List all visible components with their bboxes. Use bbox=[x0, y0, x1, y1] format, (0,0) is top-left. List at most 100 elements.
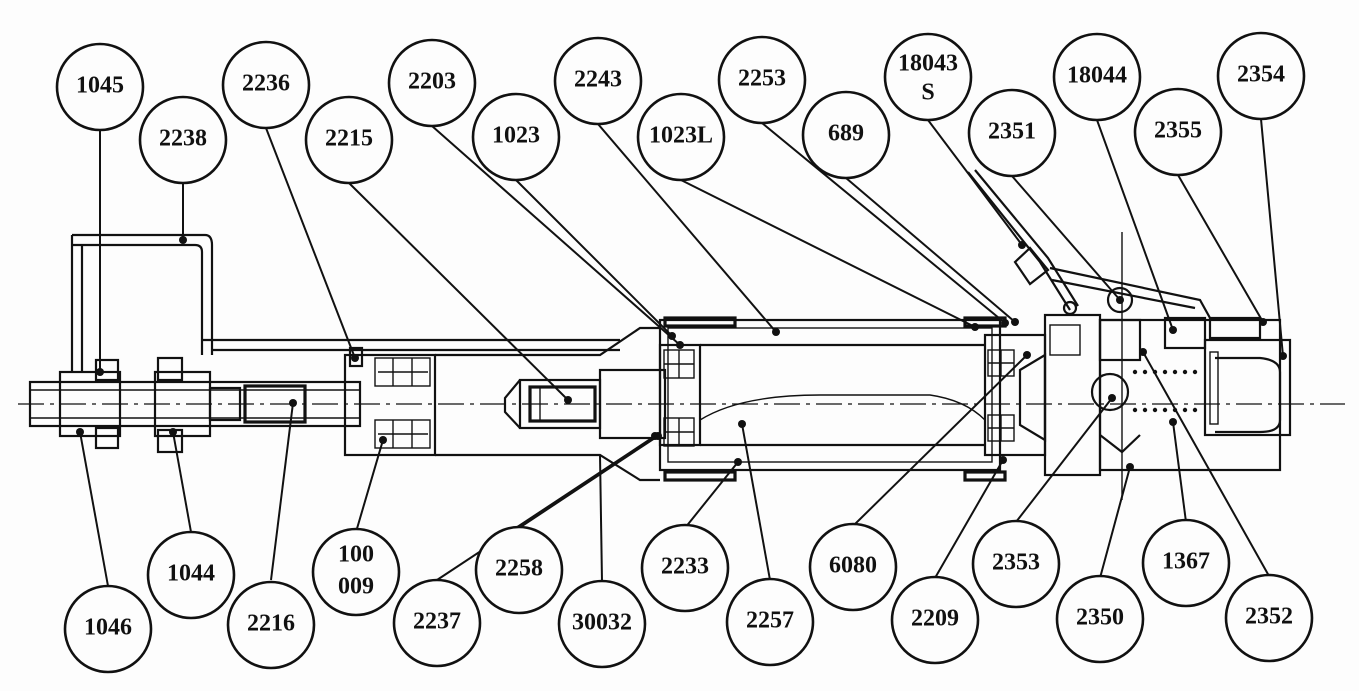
svg-text:2203: 2203 bbox=[408, 69, 456, 95]
svg-text:2352: 2352 bbox=[1245, 604, 1293, 630]
leader-1023 bbox=[515, 179, 673, 337]
callout-2352: 2352 bbox=[1224, 573, 1314, 663]
callout-2351: 2351 bbox=[967, 88, 1057, 178]
leader-2216 bbox=[270, 402, 294, 581]
leader-2203 bbox=[431, 125, 681, 346]
part-number-callouts: 1045 2238 2236 2215 2203 1023 2243 1023L… bbox=[55, 31, 1314, 674]
piston-rod bbox=[28, 356, 362, 454]
callout-2355: 2355 bbox=[1133, 87, 1223, 177]
callout-2209: 2209 bbox=[890, 575, 980, 665]
callout-2257: 2257 bbox=[725, 577, 815, 667]
svg-text:2209: 2209 bbox=[911, 606, 959, 632]
return-pipe bbox=[70, 233, 620, 372]
callout-2258: 2258 bbox=[474, 525, 564, 615]
callout-1045: 1045 bbox=[55, 42, 145, 132]
svg-text:2236: 2236 bbox=[242, 71, 290, 97]
callout-2238: 2238 bbox=[138, 95, 228, 185]
valve-block bbox=[983, 232, 1292, 500]
svg-text:2258: 2258 bbox=[495, 556, 543, 582]
leader-1023L bbox=[680, 179, 976, 328]
leader-2350 bbox=[1099, 466, 1131, 579]
svg-text:2216: 2216 bbox=[247, 611, 295, 637]
svg-text:18044: 18044 bbox=[1067, 63, 1127, 89]
leader-30032 bbox=[599, 454, 603, 583]
svg-text:009: 009 bbox=[338, 574, 374, 600]
cylinder-assembly-drawing bbox=[18, 169, 1345, 500]
callout-2253: 2253 bbox=[717, 35, 807, 125]
svg-text:2237: 2237 bbox=[413, 609, 461, 635]
svg-text:2243: 2243 bbox=[574, 67, 622, 93]
leader-2209 bbox=[934, 459, 1004, 579]
callout-30032: 30032 bbox=[557, 579, 647, 669]
leader-2354 bbox=[1260, 118, 1284, 357]
callout-6080: 6080 bbox=[808, 522, 898, 612]
callout-2216: 2216 bbox=[226, 580, 316, 670]
svg-text:2238: 2238 bbox=[159, 126, 207, 152]
trigger-lever bbox=[967, 169, 1211, 319]
piston-nut bbox=[503, 368, 667, 440]
leader-2243 bbox=[597, 123, 777, 333]
leader-2215 bbox=[348, 182, 569, 401]
leader-2351 bbox=[1011, 175, 1121, 301]
svg-text:2233: 2233 bbox=[661, 554, 709, 580]
leader-2258 bbox=[518, 435, 659, 529]
svg-text:30032: 30032 bbox=[572, 610, 632, 636]
svg-text:18043: 18043 bbox=[898, 51, 958, 77]
callout-2203: 2203 bbox=[387, 38, 477, 128]
leader-1367 bbox=[1172, 421, 1187, 523]
svg-text:1023: 1023 bbox=[492, 123, 540, 149]
svg-text:1045: 1045 bbox=[76, 73, 124, 99]
leader-2253 bbox=[761, 122, 1006, 324]
callout-2354: 2354 bbox=[1216, 31, 1306, 121]
front-gland bbox=[343, 326, 660, 482]
leader-1046 bbox=[79, 431, 109, 587]
callout-2215: 2215 bbox=[304, 95, 394, 185]
leader-689 bbox=[845, 177, 1016, 323]
leader-2257 bbox=[741, 423, 771, 581]
callout-18044: 18044 bbox=[1052, 32, 1142, 122]
cylinder-barrel bbox=[658, 316, 1007, 482]
callout-2233: 2233 bbox=[640, 523, 730, 613]
svg-text:2353: 2353 bbox=[992, 550, 1040, 576]
leader-lines bbox=[76, 118, 1287, 587]
leader-2233 bbox=[684, 461, 739, 529]
svg-text:689: 689 bbox=[828, 121, 864, 147]
svg-text:2215: 2215 bbox=[325, 126, 373, 152]
leader-2353 bbox=[1015, 397, 1113, 523]
callout-2236: 2236 bbox=[221, 40, 311, 130]
svg-text:2253: 2253 bbox=[738, 66, 786, 92]
leader-2236 bbox=[265, 127, 356, 359]
svg-text:1044: 1044 bbox=[167, 561, 215, 587]
svg-text:1367: 1367 bbox=[1162, 549, 1210, 575]
callout-2237: 2237 bbox=[392, 578, 482, 668]
svg-text:2355: 2355 bbox=[1154, 118, 1202, 144]
callout-1367: 1367 bbox=[1141, 518, 1231, 608]
leader-18043S bbox=[927, 119, 1023, 246]
svg-text:1046: 1046 bbox=[84, 615, 132, 641]
callout-2243: 2243 bbox=[553, 36, 643, 126]
callout-1046: 1046 bbox=[63, 584, 153, 674]
leader-6080 bbox=[852, 354, 1028, 527]
leader-2352 bbox=[1142, 351, 1270, 577]
callout-1044: 1044 bbox=[146, 530, 236, 620]
callout-2350: 2350 bbox=[1055, 574, 1145, 664]
leader-2237 bbox=[436, 435, 656, 581]
svg-text:2351: 2351 bbox=[988, 119, 1036, 145]
callout-1023L: 1023L bbox=[636, 92, 726, 182]
svg-text:2354: 2354 bbox=[1237, 62, 1285, 88]
callout-689: 689 bbox=[801, 90, 891, 180]
leader-1044 bbox=[172, 431, 192, 533]
svg-text:100: 100 bbox=[338, 542, 374, 568]
callout-1023: 1023 bbox=[471, 92, 561, 182]
svg-text:S: S bbox=[921, 80, 934, 106]
svg-text:1023L: 1023L bbox=[649, 123, 713, 149]
leader-100009 bbox=[355, 439, 384, 533]
leader-18044 bbox=[1096, 119, 1174, 331]
svg-text:2350: 2350 bbox=[1076, 605, 1124, 631]
leader-2355 bbox=[1177, 174, 1264, 323]
svg-text:2257: 2257 bbox=[746, 608, 794, 634]
